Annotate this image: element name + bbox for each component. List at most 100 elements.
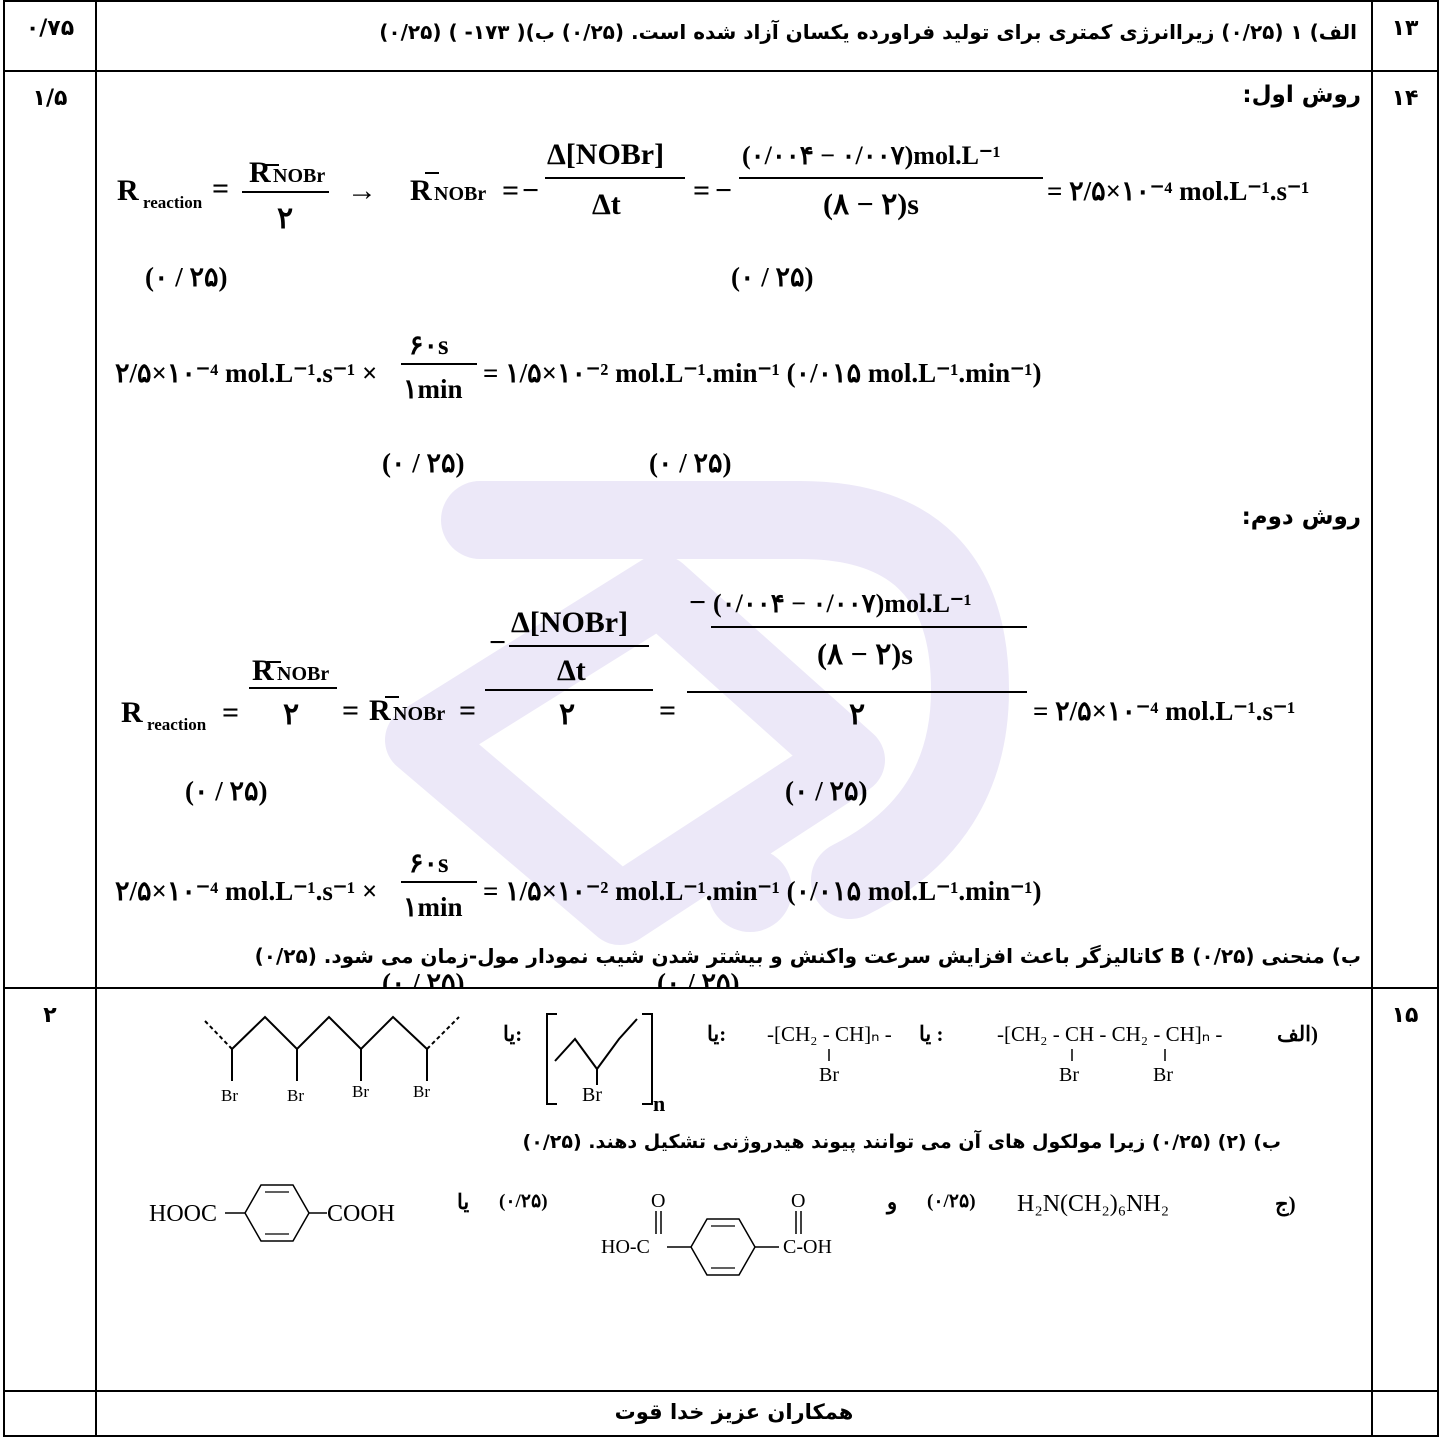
- method1-rate-equation: R reaction = R NOBr ۲ → R NOBr: [117, 138, 1309, 235]
- numerator: (۰/۰۰۴ − ۰/۰۰۷)mol.L⁻¹: [742, 141, 1001, 170]
- denominator: (۸ − ۲)s: [823, 188, 919, 221]
- r-nobr-m2b: R: [369, 694, 391, 727]
- conv-left: ۲/۵×۱۰⁻⁴ mol.L⁻¹.s⁻¹ ×: [115, 358, 377, 388]
- r-reaction-sub-m2: reaction: [147, 715, 207, 734]
- q14-part-b: ب) منحنی B (۰/۲۵) کاتالیزگر باعث افزایش …: [254, 944, 1361, 969]
- or-label-3: یا:: [503, 1022, 522, 1046]
- cooh: COOH: [327, 1201, 395, 1227]
- score-mark-c1: (۰/۲۵): [927, 1191, 976, 1212]
- q15-score-cell: ۲: [3, 987, 97, 1392]
- nobr-sub-2: NOBr: [434, 183, 486, 205]
- footer-number-cell: [1371, 1389, 1439, 1437]
- rate-result: = ۲/۵×۱۰⁻⁴ mol.L⁻¹.s⁻¹: [1047, 176, 1309, 206]
- n-subscript: n: [653, 1091, 665, 1116]
- q14-number-cell: ۱۴: [1371, 70, 1439, 990]
- conv-den: ۱min: [403, 374, 463, 404]
- or-label-2: یا:: [707, 1022, 726, 1046]
- eq-sign-3: =: [693, 174, 710, 207]
- q13-number: ۱۳: [1391, 16, 1419, 41]
- score-mark-3: (۰ / ۲۵): [382, 448, 465, 478]
- q13-score: ۰/۷۵: [25, 16, 75, 41]
- footer-cell: همکاران عزیز خدا قوت: [95, 1389, 1373, 1437]
- score-mark-6: (۰ / ۲۵): [785, 776, 868, 806]
- br-7: Br: [352, 1082, 369, 1101]
- or-label-4: یا: [457, 1190, 469, 1214]
- question-13-row: ۰/۷۵ الف) ۱ (۰/۲۵) زیراانرژی کمتری برای …: [3, 0, 1439, 73]
- zigzag-polymer-chain: Br Br Br Br: [204, 1015, 460, 1105]
- c-oh: C-OH: [783, 1236, 832, 1258]
- terephthalic-acid-structure-1: O HO-C O C-OH: [601, 1190, 832, 1277]
- r-nobr-m2: R: [252, 654, 274, 687]
- q15-part-a-label: الف): [1277, 1022, 1318, 1046]
- score-mark-8: (۰ / ۲۵): [657, 968, 740, 988]
- question-15-row: ۲ الف) -[CH₂ - CH - CH₂ - CH]ₙ - Br Br ی…: [3, 987, 1439, 1392]
- q15-number-cell: ۱۵: [1371, 987, 1439, 1392]
- q13-score-cell: ۰/۷۵: [3, 0, 97, 73]
- footer-message: همکاران عزیز خدا قوت: [614, 1399, 854, 1424]
- q15-part-b: ب) (۲) (۰/۲۵) زیرا مولکول های آن می توان…: [522, 1131, 1281, 1154]
- terephthalic-acid-structure-2: HOOC COOH: [149, 1184, 395, 1243]
- conv-left-m2: ۲/۵×۱۰⁻⁴ mol.L⁻¹.s⁻¹ ×: [115, 876, 377, 906]
- eq-sign: =: [212, 172, 229, 205]
- br-1: Br: [1059, 1064, 1079, 1086]
- eq-sign-m2b: =: [342, 694, 359, 727]
- minus-m2b: −: [689, 586, 706, 619]
- r-nobr-2: R: [410, 174, 432, 207]
- q15-number: ۱۵: [1391, 1003, 1419, 1029]
- method2-rate-equation: R reaction = R NOBr ۲ = R NOBr: [121, 586, 1295, 734]
- q13-number-cell: ۱۳: [1371, 0, 1439, 73]
- denominator-m2: (۸ − ۲)s: [817, 638, 913, 671]
- diamine-formula: H₂N(CH₂)₆NH₂: [1017, 1191, 1169, 1217]
- two: ۲: [277, 202, 293, 235]
- q15-structures: الف) -[CH₂ - CH - CH₂ - CH]ₙ - Br Br یا …: [149, 1013, 1318, 1277]
- r-reaction-m2: R: [121, 696, 143, 729]
- q14-number: ۱۴: [1391, 86, 1419, 112]
- br-3: Br: [819, 1064, 839, 1086]
- two-m2b: ۲: [559, 698, 575, 731]
- delta-nobr-m2: Δ[NOBr]: [511, 606, 628, 639]
- conv-den-m2: ۱min: [403, 892, 463, 922]
- delta-t: Δt: [592, 188, 621, 221]
- o-2: O: [791, 1190, 805, 1212]
- and-label: و: [885, 1190, 897, 1215]
- score-mark-2: (۰ / ۲۵): [731, 262, 814, 292]
- q13-answer-text: الف) ۱ (۰/۲۵) زیراانرژی کمتری برای تولید…: [379, 20, 1357, 44]
- method1-unit-conversion: ۲/۵×۱۰⁻⁴ mol.L⁻¹.s⁻¹ × ۶۰s ۱min = ۱/۵×۱۰…: [115, 330, 1042, 404]
- br-5: Br: [221, 1086, 238, 1105]
- score-mark-1: (۰ / ۲۵): [145, 262, 228, 292]
- two-m2: ۲: [283, 698, 299, 731]
- nobr-sub-m2: NOBr: [277, 663, 329, 685]
- br-8: Br: [413, 1082, 430, 1101]
- q14-score-cell: ۱/۵: [3, 70, 97, 990]
- minus-1: −: [522, 174, 539, 207]
- bracketed-skeletal-structure: Br n: [546, 1013, 665, 1116]
- q14-equations: R reaction = R NOBr ۲ → R NOBr: [115, 138, 1309, 988]
- r-reaction: R: [117, 174, 139, 207]
- method-2-title: روش دوم:: [1241, 504, 1361, 531]
- delta-t-m2: Δt: [557, 654, 586, 687]
- o-1: O: [651, 1190, 665, 1212]
- q14-score: ۱/۵: [32, 86, 68, 112]
- eq-sign-m2c: =: [459, 694, 476, 727]
- eq-sign-2: =: [502, 174, 519, 207]
- hooc: HOOC: [149, 1201, 217, 1227]
- r-nobr: R: [249, 156, 271, 189]
- score-mark-7: (۰ / ۲۵): [382, 968, 465, 988]
- polymer-formula-2: -[CH₂ - CH]ₙ -: [767, 1022, 892, 1046]
- answer-table: ۰/۷۵ الف) ۱ (۰/۲۵) زیراانرژی کمتری برای …: [3, 0, 1439, 1437]
- q15-part-c-label: ج): [1275, 1192, 1296, 1217]
- footer-row: همکاران عزیز خدا قوت: [3, 1389, 1439, 1437]
- q13-answer-cell: الف) ۱ (۰/۲۵) زیراانرژی کمتری برای تولید…: [95, 0, 1373, 73]
- score-mark-c2: (۰/۲۵): [499, 1191, 548, 1212]
- or-label-1: یا :: [919, 1022, 944, 1046]
- rate-result-m2: = ۲/۵×۱۰⁻⁴ mol.L⁻¹.s⁻¹: [1033, 696, 1295, 726]
- conv-num: ۶۰s: [409, 330, 449, 360]
- q15-score: ۲: [43, 1003, 57, 1029]
- two-m2c: ۲: [849, 698, 865, 731]
- br-6: Br: [287, 1086, 304, 1105]
- question-14-row: ۱/۵ روش اول: روش دوم: R reaction = R NOB…: [3, 70, 1439, 990]
- minus-m2a: −: [489, 626, 506, 659]
- delta-nobr: Δ[NOBr]: [547, 138, 664, 171]
- conv-num-m2: ۶۰s: [409, 848, 449, 878]
- method-1-title: روش اول:: [1242, 82, 1361, 109]
